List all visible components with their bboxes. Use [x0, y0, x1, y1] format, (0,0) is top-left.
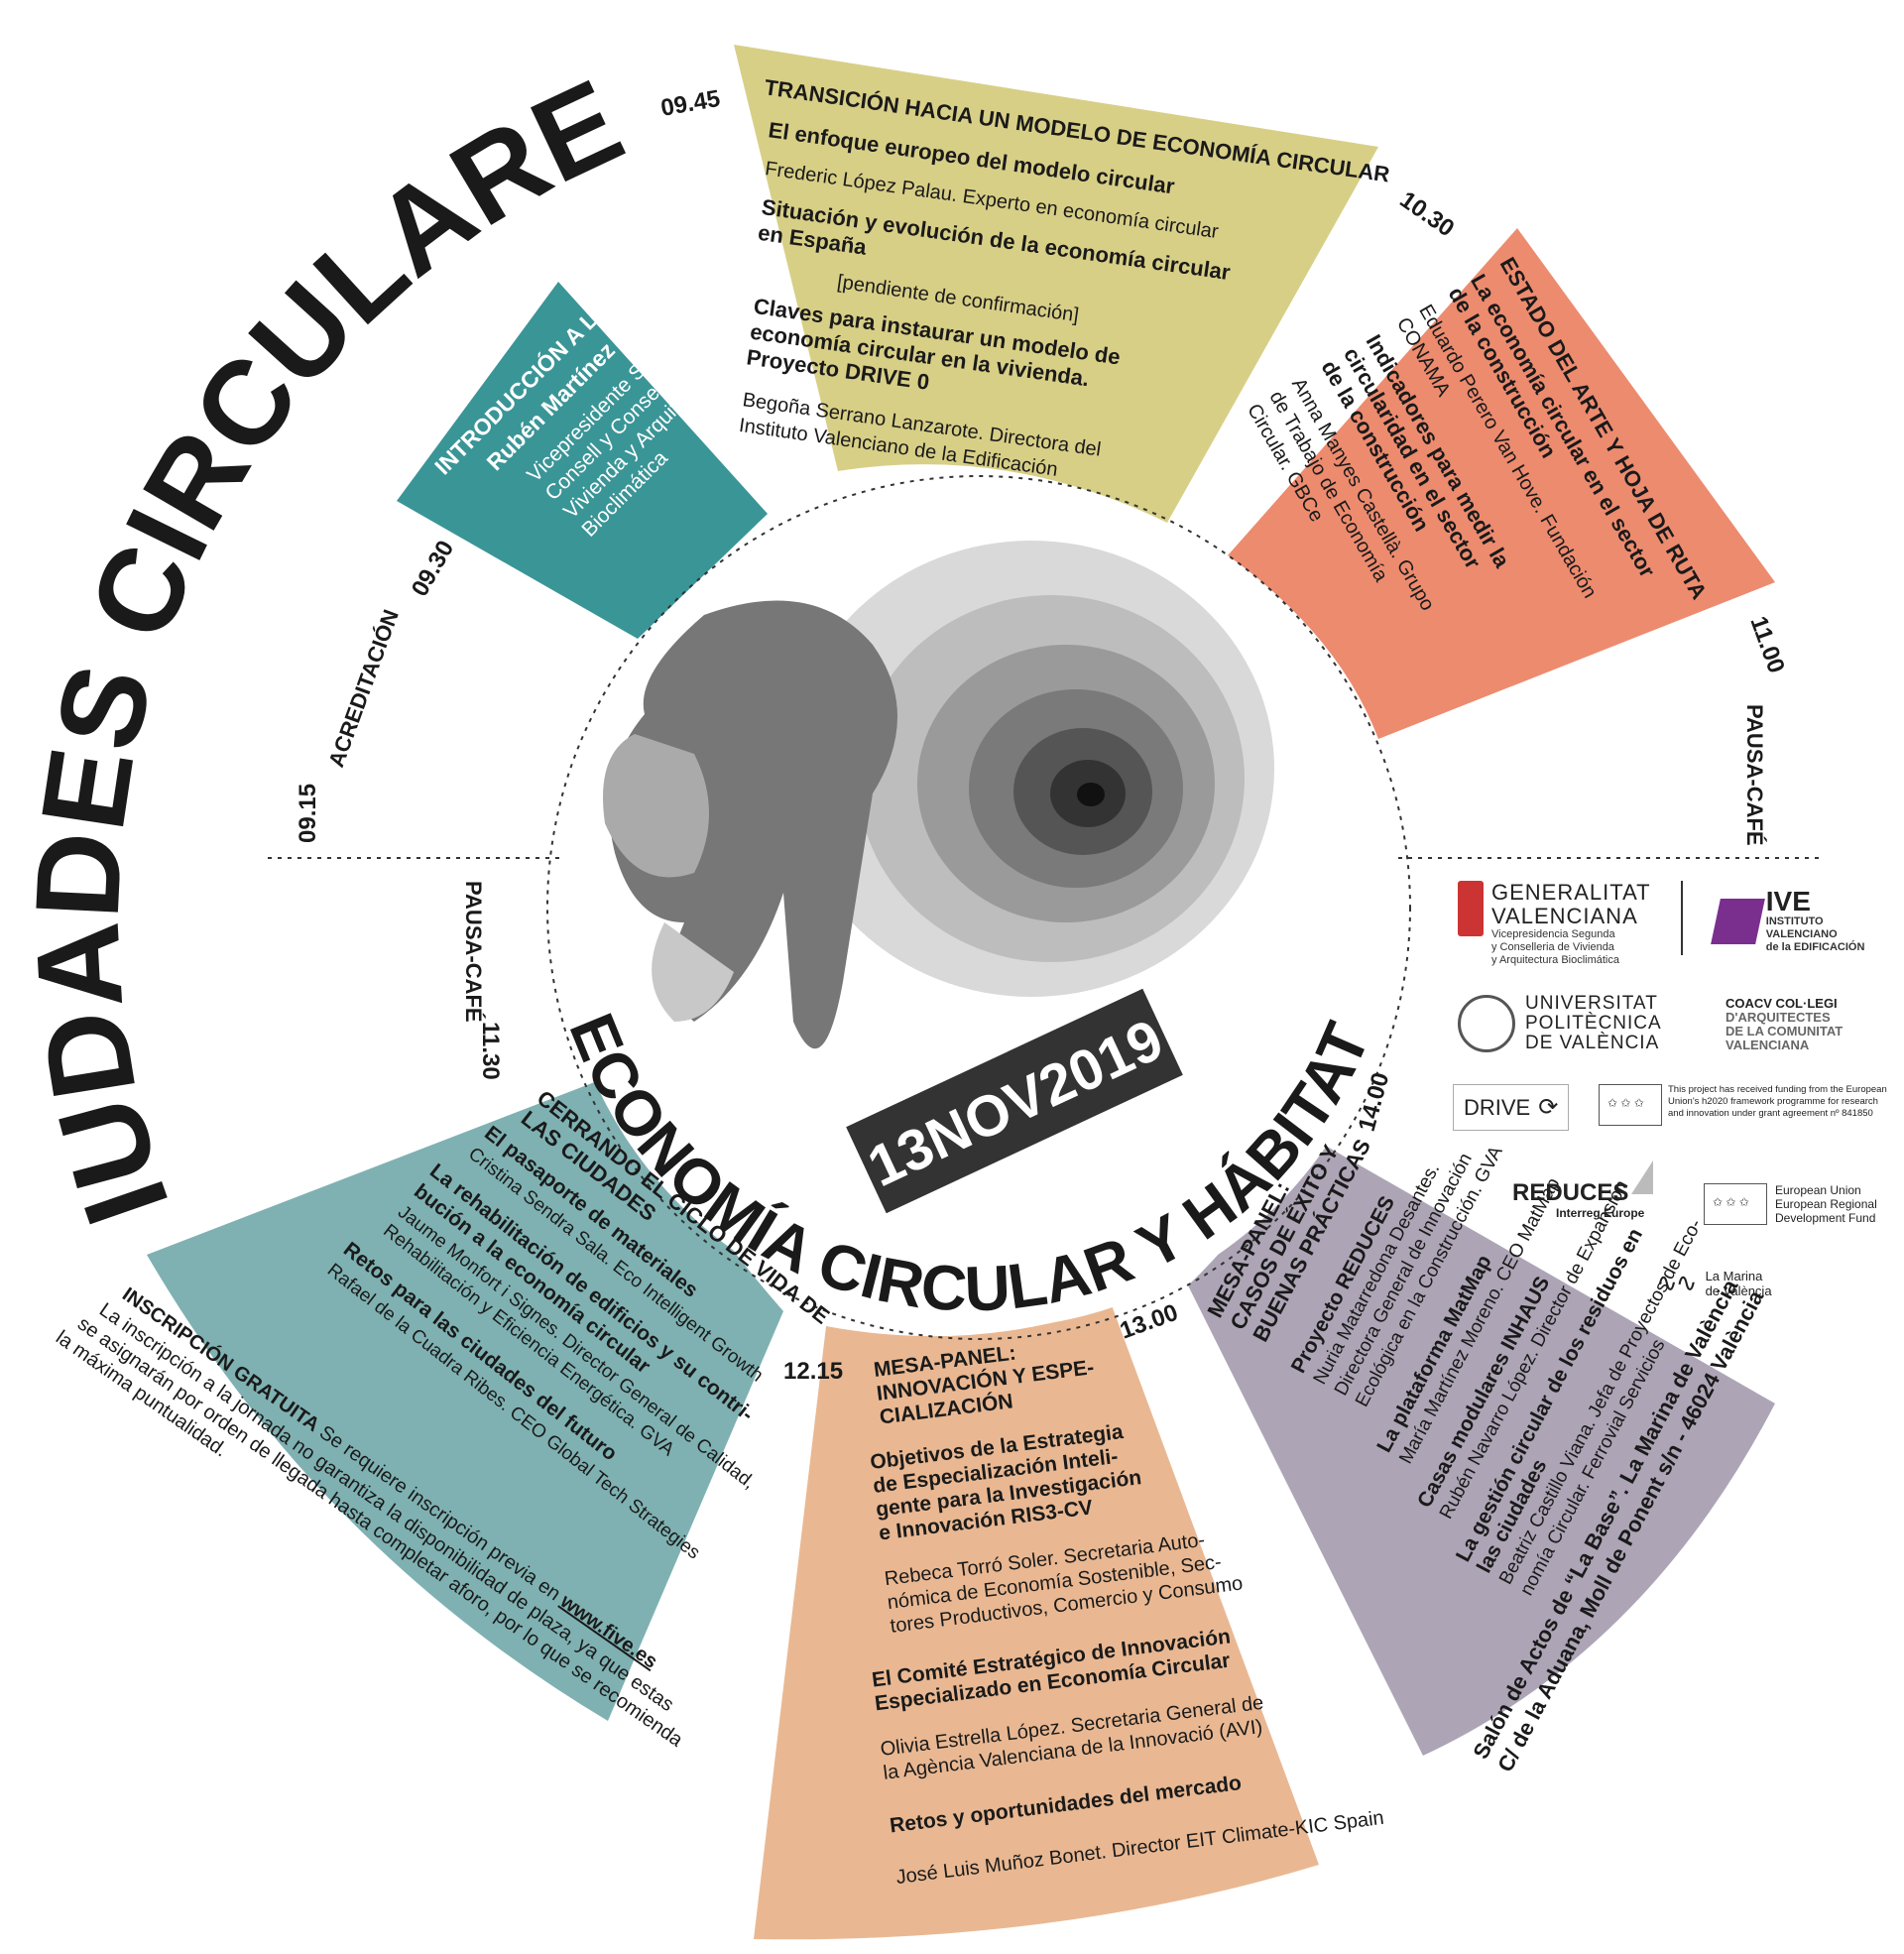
- event-title: CIUDADES CIRCULARES: [0, 0, 641, 1240]
- time-1130: 11.30: [477, 1022, 504, 1080]
- label-pausa-cafe-2: PAUSA-CAFÉ: [461, 881, 486, 1023]
- marina-name: La Marina: [1705, 1268, 1763, 1283]
- ive-logo: IVE INSTITUTO VALENCIANO de la EDIFICACI…: [1711, 886, 1894, 954]
- drive-name: DRIVE: [1464, 1094, 1531, 1120]
- eu-text: Development Fund: [1775, 1211, 1876, 1225]
- time-1300: 13.00: [1117, 1299, 1182, 1345]
- label-pausa-cafe-1: PAUSA-CAFÉ: [1742, 704, 1767, 846]
- recycle-icon: ⟳: [1538, 1094, 1559, 1121]
- time-0945: 09.45: [658, 85, 722, 122]
- eu-text: European Union: [1775, 1183, 1861, 1197]
- drive-logo: DRIVE ⟳: [1453, 1084, 1570, 1131]
- eu-flag-icon: [1704, 1183, 1767, 1225]
- upv-name: UNIVERSITAT: [1525, 993, 1658, 1014]
- sector-estado: [1228, 228, 1775, 739]
- eu-erdf-logo: European Union European Regional Develop…: [1704, 1183, 1877, 1225]
- gva-sub: y Conselleria de Vivienda: [1491, 941, 1614, 953]
- h2020-text: This project has received funding from t…: [1668, 1084, 1887, 1095]
- reduces-logo: REDUCES Interreg Europe: [1512, 1179, 1645, 1221]
- label-acreditacion: ACREDITACIÓN: [323, 606, 404, 771]
- reduces-arrow-icon: [1631, 1160, 1653, 1194]
- time-1030: 10.30: [1395, 186, 1460, 243]
- gva-sub: Vicepresidencia Segunda: [1491, 928, 1615, 940]
- la-marina-logo: ∿∿ La Marina de València: [1656, 1268, 1772, 1298]
- sector-mesa1: [1188, 1129, 1775, 1756]
- coacv-logo: COACV COL·LEGI D'ARQUITECTES DE LA COMUN…: [1726, 997, 1843, 1052]
- coacv-name: COACV COL·LEGI: [1726, 996, 1838, 1011]
- ive-name: IVE: [1765, 886, 1811, 916]
- h2020-text: Union's h2020 framework programme for re…: [1668, 1096, 1878, 1107]
- time-1215: 12.15: [783, 1358, 843, 1385]
- upv-seal-icon: [1458, 995, 1515, 1052]
- time-0930: 09.30: [407, 536, 459, 601]
- logo-divider: [1681, 881, 1683, 955]
- ive-mark-icon: [1711, 898, 1765, 944]
- gva-name: VALENCIANA: [1491, 904, 1638, 928]
- sector-intro: [397, 282, 768, 639]
- sector-mesa2: [754, 1305, 1319, 1940]
- h2020-note: This project has received funding from t…: [1668, 1084, 1891, 1120]
- coacv-name: D'ARQUITECTES: [1726, 1010, 1831, 1025]
- ive-sub: INSTITUTO VALENCIANO: [1765, 916, 1838, 940]
- marina-name: de València: [1705, 1282, 1772, 1298]
- gva-crest-icon: [1458, 881, 1484, 936]
- reduces-sub: Interreg Europe: [1556, 1206, 1645, 1220]
- reduces-name: REDUCES: [1512, 1179, 1629, 1206]
- spiral-shell-illustration: [603, 541, 1274, 1049]
- gva-logo: GENERALITAT VALENCIANA Vicepresidencia S…: [1458, 881, 1651, 967]
- coacv-name: VALENCIANA: [1726, 1038, 1810, 1052]
- h2020-text: and innovation under grant agreement nº …: [1668, 1108, 1873, 1119]
- dotted-ring: [546, 475, 1411, 1340]
- gva-name: GENERALITAT: [1491, 880, 1651, 905]
- upv-logo: UNIVERSITAT POLITÈCNICA DE VALÈNCIA: [1458, 994, 1662, 1053]
- marina-wave-icon: ∿∿: [1656, 1268, 1698, 1297]
- time-0915: 09.15: [295, 784, 321, 843]
- sector-transicion: [734, 45, 1378, 523]
- upv-name: DE VALÈNCIA: [1525, 1033, 1660, 1053]
- eu-flag-h2020: [1599, 1084, 1662, 1131]
- eu-flag-icon: [1599, 1084, 1662, 1126]
- time-1100: 11.00: [1744, 613, 1789, 676]
- coacv-name: DE LA COMUNITAT: [1726, 1024, 1844, 1038]
- eu-text: European Regional: [1775, 1197, 1877, 1211]
- sector-cerrando: [147, 1073, 783, 1721]
- sponsor-logos: GENERALITAT VALENCIANA Vicepresidencia S…: [1428, 873, 1894, 1319]
- upv-name: POLITÈCNICA: [1525, 1013, 1662, 1034]
- ive-sub: de la EDIFICACIÓN: [1765, 941, 1865, 953]
- gva-sub: y Arquitectura Bioclimática: [1491, 954, 1619, 966]
